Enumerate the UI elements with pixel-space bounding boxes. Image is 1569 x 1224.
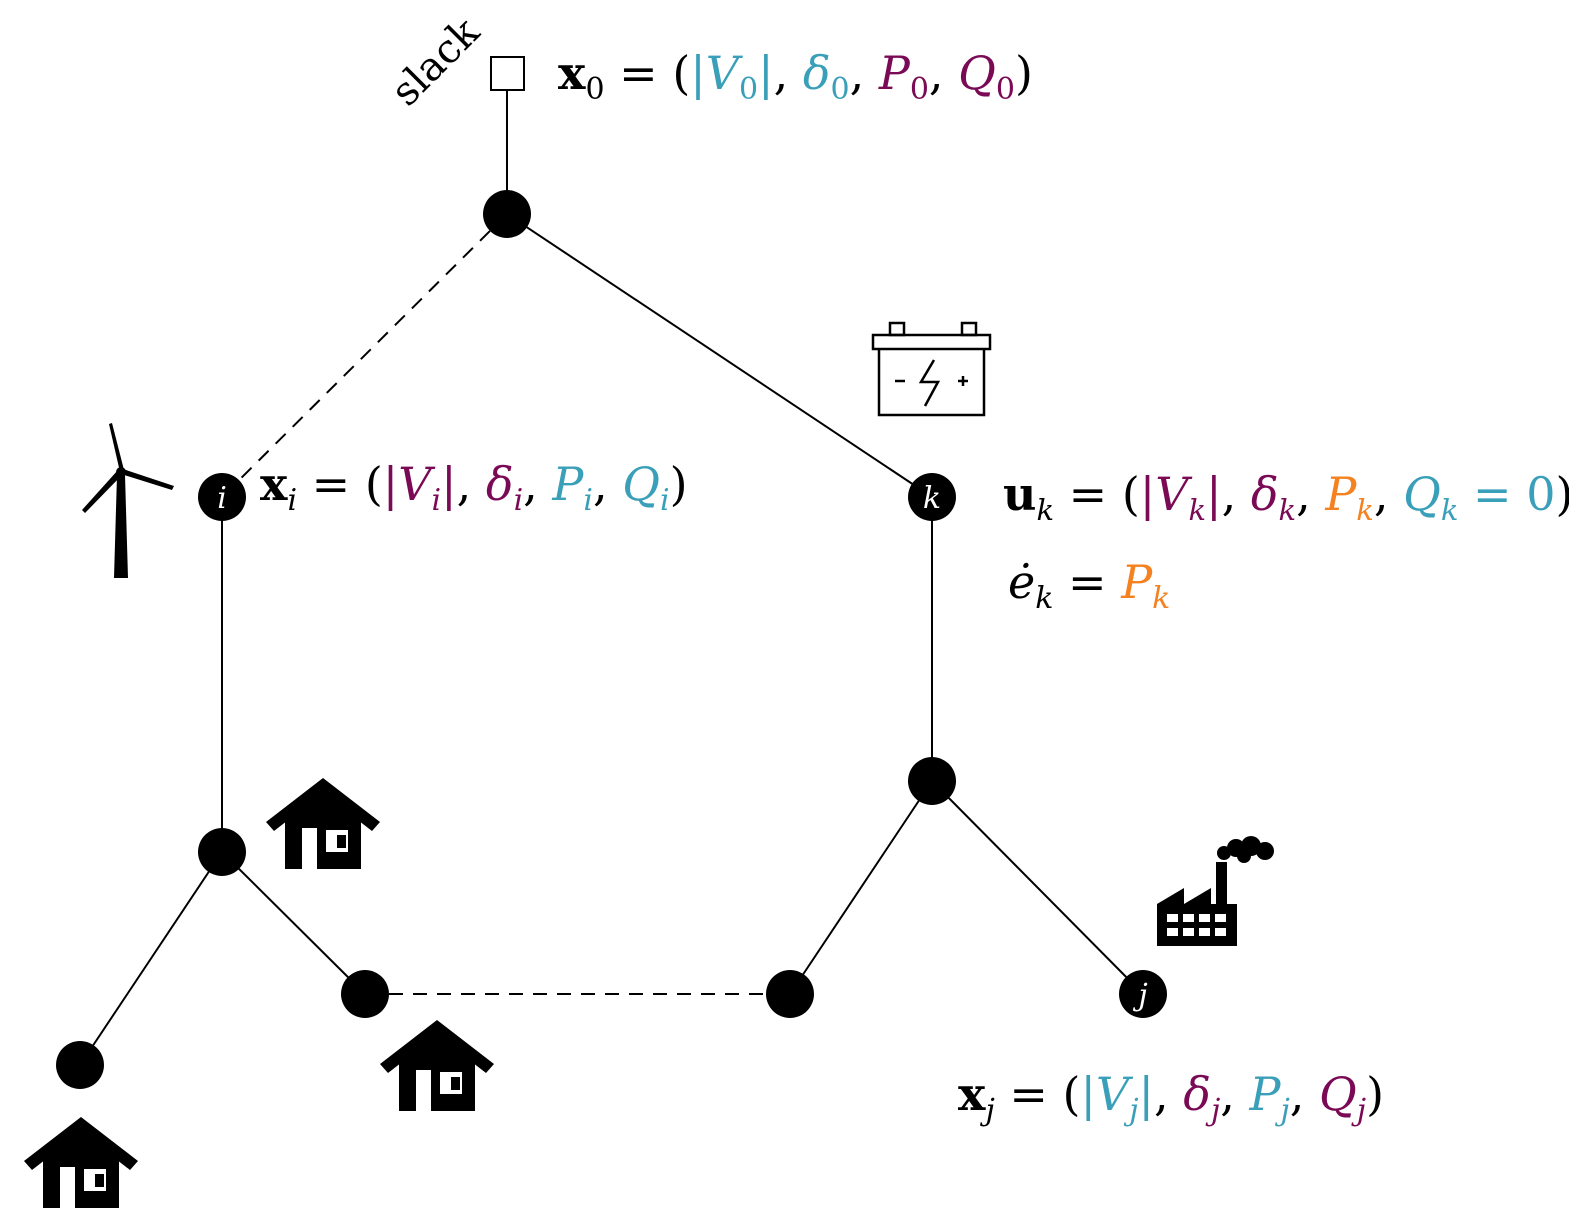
factory-icon bbox=[1157, 836, 1274, 946]
bus-i bbox=[198, 473, 246, 521]
house-icon bbox=[380, 1020, 494, 1111]
node-label-i: i bbox=[217, 481, 227, 516]
bus-2 bbox=[198, 828, 246, 876]
bus-3 bbox=[908, 757, 956, 805]
bus-6 bbox=[766, 970, 814, 1018]
edge-bus2-bus4 bbox=[79, 851, 223, 1066]
wind-turbine-icon bbox=[82, 423, 174, 578]
bus-5 bbox=[341, 970, 389, 1018]
house-icon bbox=[266, 778, 380, 869]
equation-xj: xj = (|Vj|, δj, Pj, Qj) bbox=[958, 1067, 1384, 1128]
house-icon bbox=[24, 1117, 138, 1208]
bus-4 bbox=[56, 1041, 104, 1089]
equation-uk: uk = (|Vk|, δk, Pk, Qk = 0) bbox=[1003, 467, 1569, 527]
edge-bus3-bus6 bbox=[789, 780, 933, 995]
edge-bus1-busk bbox=[506, 213, 933, 498]
bus-k bbox=[908, 473, 956, 521]
battery-icon bbox=[871, 321, 992, 417]
edge-bus1-busi-dashed bbox=[221, 213, 508, 498]
bus-j bbox=[1119, 970, 1167, 1018]
bus-1 bbox=[483, 190, 531, 238]
network-edges bbox=[79, 90, 1144, 1066]
equation-x0: x0 = (|V0|, δ0, P0, Q0) bbox=[558, 46, 1033, 107]
network-nodes bbox=[56, 190, 1167, 1089]
edge-bus2-bus5 bbox=[221, 851, 366, 995]
equation-ek: ėk = Pk bbox=[1008, 555, 1170, 616]
slack-bus-square bbox=[490, 56, 525, 91]
slack-label: slack bbox=[383, 9, 489, 115]
equation-xi: xi = (|Vi|, δi, Pi, Qi) bbox=[260, 457, 688, 518]
node-label-k: k bbox=[923, 481, 941, 516]
edge-bus3-busj bbox=[931, 780, 1144, 995]
